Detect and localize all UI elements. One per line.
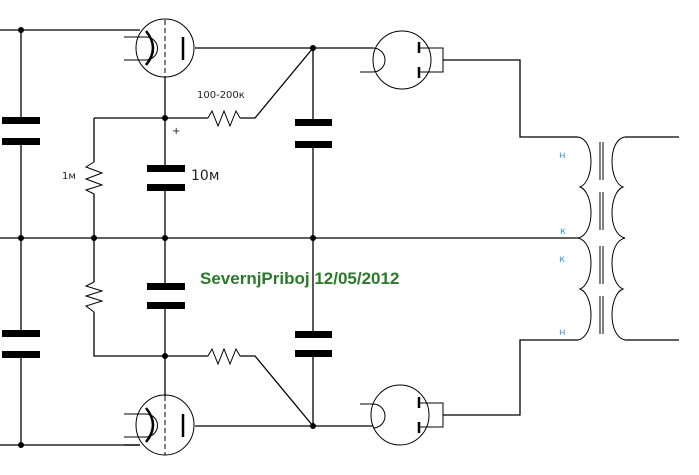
resistor-1m-label: 1м [62, 171, 76, 182]
resistor-lower-left [84, 281, 104, 313]
resistor-value-label: 100-200к [197, 90, 245, 101]
capacitor-right-top [295, 119, 332, 148]
capacitor-mid-bottom [147, 283, 185, 309]
capacitor-right-bottom [295, 331, 332, 357]
transformer-label-top-start: н [559, 150, 566, 161]
transformer-label-bottom-start: к [559, 254, 565, 265]
resistor-1m [84, 161, 104, 195]
capacitor-10m [147, 165, 185, 191]
polarity-plus-label: + [172, 126, 180, 137]
capacitor-10m-label: 10м [191, 168, 219, 184]
junction-dots [18, 27, 316, 448]
author-date-caption: SevernjPriboj 12/05/2012 [200, 269, 399, 288]
wires [0, 29, 679, 446]
triode-tube-bottom [124, 394, 195, 456]
triode-tube-top [124, 18, 195, 78]
diode-tube-bottom [360, 384, 444, 446]
resistor-bottom [207, 347, 241, 366]
capacitor-left-bottom [2, 330, 40, 358]
resistor-top [207, 109, 241, 128]
transformer-label-bottom-end: н [559, 327, 566, 338]
output-transformer [577, 136, 626, 341]
diode-tube-top [360, 30, 444, 90]
transformer-label-top-end: к [560, 226, 566, 237]
capacitor-left-top [2, 117, 40, 145]
